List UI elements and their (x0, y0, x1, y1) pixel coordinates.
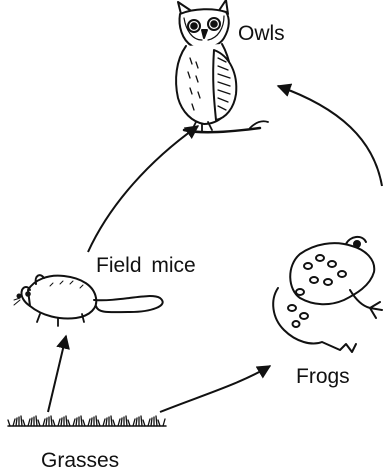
arrow-grasses-to-frogs (160, 366, 270, 412)
arrow-mice-to-owls (88, 126, 198, 252)
grasses-label: Grasses (41, 450, 119, 471)
arrow-grasses-to-mice (48, 336, 66, 412)
owl-icon (176, 0, 268, 132)
mouse-icon (14, 275, 163, 326)
frog-icon (273, 237, 382, 352)
frogs-label: Frogs (296, 366, 350, 387)
arrow-frogs-to-owls (278, 86, 382, 186)
grass-icon (8, 416, 166, 426)
field-mice-label: Field mice (96, 255, 196, 276)
owls-label: Owls (238, 23, 285, 44)
